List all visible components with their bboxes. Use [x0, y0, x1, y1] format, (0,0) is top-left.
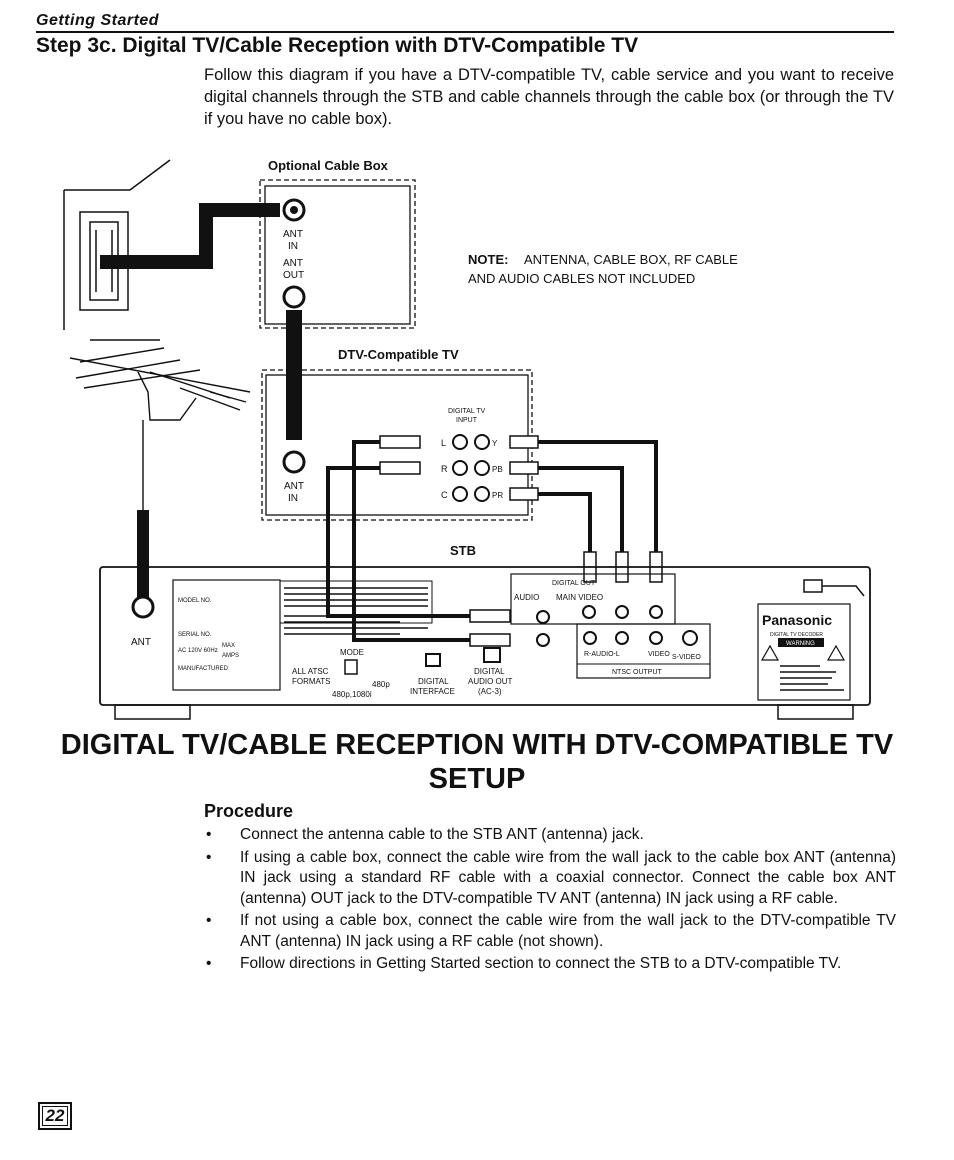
page-number-text: 22 [41, 1106, 69, 1126]
jack-r-label: R [441, 464, 448, 474]
cable-box [259, 179, 416, 329]
rating-label-panel [172, 579, 281, 691]
jack-y-label: Y [492, 439, 498, 448]
intro-paragraph: Follow this diagram if you have a DTV-co… [204, 66, 894, 128]
page-number: 22 [38, 1102, 72, 1130]
digital-audio-out-2: AUDIO OUT [468, 677, 513, 686]
section-label: Getting Started [36, 12, 160, 29]
note-line-2: AND AUDIO CABLES NOT INCLUDED [468, 271, 695, 286]
video-label: VIDEO [648, 651, 670, 658]
warning-triangle-icon [760, 644, 780, 661]
note-label: NOTE: [468, 252, 508, 267]
serial-no: SERIAL NO. [178, 632, 212, 638]
all-atsc-1: ALL ATSC [292, 667, 329, 676]
r-audio-l-label: R-AUDIO-L [584, 651, 620, 658]
tv-jacks [452, 434, 490, 502]
main-title-line-1: DIGITAL TV/CABLE RECEPTION WITH DTV-COMP… [60, 729, 894, 761]
jack-pb-label: PB [492, 465, 503, 474]
antenna [69, 339, 251, 600]
procedure-step: If using a cable box, connect the cable … [204, 848, 896, 910]
wall-jack [63, 159, 171, 330]
main-title-line-2: SETUP [428, 763, 526, 795]
ant-in-label-2: IN [288, 241, 298, 252]
ant-out-label-1: ANT [283, 258, 303, 269]
video-cables [530, 440, 658, 560]
tv-label: DTV-Compatible TV [338, 347, 459, 362]
s-video-label: S-VIDEO [672, 654, 701, 661]
mode-switch [344, 659, 358, 675]
compliance-text-block [279, 580, 433, 624]
optical-port [483, 647, 501, 663]
stb-label: STB [450, 543, 476, 558]
audio-label: AUDIO [514, 593, 539, 602]
digital-out-label: DIGITAL OUT [552, 580, 596, 587]
stb-ant-label: ANT [131, 637, 151, 648]
brand-label-panel [757, 603, 851, 701]
max-amps-1: MAX [222, 643, 235, 649]
mode-480p: 480p [372, 680, 390, 689]
brand-sub: DIGITAL TV DECODER [770, 632, 823, 638]
stb-ant-jack [131, 595, 155, 619]
procedure-heading: Procedure [204, 801, 294, 821]
mode-label: MODE [340, 648, 364, 657]
tv-ant-in-jack [282, 450, 306, 474]
digital-tv-input-label: DIGITAL TV [448, 408, 486, 415]
stb-foot-right [777, 704, 854, 720]
wall-cable [100, 203, 280, 269]
digital-tv-input-label-2: INPUT [456, 417, 478, 424]
stb-foot-left [114, 704, 191, 720]
ant-out-jack [282, 285, 306, 309]
max-amps-2: AMPS [222, 653, 239, 659]
step-title: Step 3c. Digital TV/Cable Reception with… [36, 34, 639, 57]
cable-box-label: Optional Cable Box [268, 158, 389, 173]
header-rule [36, 31, 894, 33]
procedure-step: If not using a cable box, connect the ca… [204, 911, 896, 952]
ntsc-output-label: NTSC OUTPUT [612, 669, 663, 676]
digital-audio-out-3: (AC-3) [478, 687, 502, 696]
mode-1080i: 480p,1080i [332, 690, 372, 699]
ntsc-output-panel [576, 623, 711, 679]
manufactured: MANUFACTURED [178, 666, 229, 672]
main-video-label: MAIN VIDEO [556, 593, 603, 602]
ant-out-label-2: OUT [283, 270, 304, 281]
procedure-list: Connect the antenna cable to the STB ANT… [204, 825, 896, 977]
digital-interface-1: DIGITAL [418, 677, 449, 686]
procedure-step: Connect the antenna cable to the STB ANT… [204, 825, 896, 846]
digital-audio-out-1: DIGITAL [474, 667, 505, 676]
digital-interface-port [425, 653, 441, 667]
note-line-1: ANTENNA, CABLE BOX, RF CABLE [524, 252, 738, 267]
main-title: DIGITAL TV/CABLE RECEPTION WITH DTV-COMP… [0, 728, 954, 796]
power-spec: AC 120V 60Hz [178, 648, 218, 654]
all-atsc-2: FORMATS [292, 677, 331, 686]
jack-pr-label: PR [492, 491, 503, 500]
jack-c-label: C [441, 490, 448, 500]
warning-triangle-icon-2 [826, 644, 846, 661]
model-no: MODEL NO. [178, 598, 212, 604]
stb-body [99, 566, 871, 706]
connection-diagram: Optional Cable Box ANT IN ANT OUT NOTE: … [63, 158, 871, 720]
ant-in-label-1: ANT [283, 229, 303, 240]
jack-l-label: L [441, 438, 446, 448]
power-cord [820, 585, 865, 597]
tv-ant-label-1: ANT [284, 481, 304, 492]
procedure-step: Follow directions in Getting Started sec… [204, 954, 896, 975]
tv-ant-label-2: IN [288, 493, 298, 504]
brand-logo: Panasonic [762, 612, 832, 628]
warning-label: WARNING [786, 641, 815, 647]
digital-interface-2: INTERFACE [410, 687, 455, 696]
